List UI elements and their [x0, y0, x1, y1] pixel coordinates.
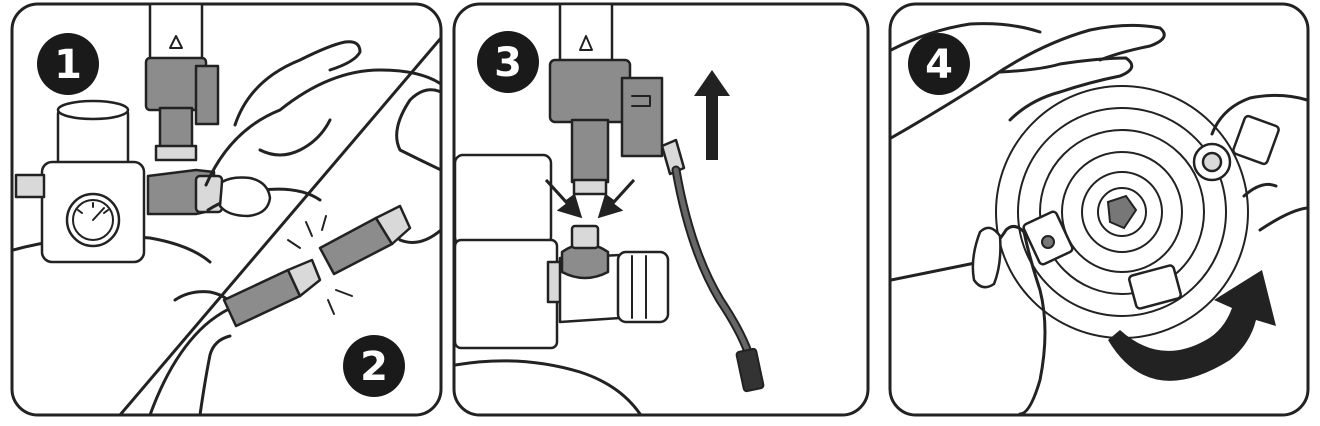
valve-outlet — [1106, 194, 1138, 230]
step-number-1: 1 — [54, 42, 82, 88]
arrow-down-left-icon — [597, 178, 636, 219]
solenoid-connector-2 — [620, 76, 664, 158]
step-number-3: 3 — [494, 40, 522, 86]
spark-icon — [287, 215, 353, 315]
arrow-down-right-icon — [544, 178, 583, 219]
rotate-arrow-icon — [1108, 270, 1276, 381]
regulator-body-2 — [455, 238, 559, 350]
cable-plug — [735, 347, 765, 393]
step-badge-1: 1 — [37, 33, 99, 95]
hand-right — [1210, 93, 1307, 136]
solenoid-stem — [158, 106, 194, 150]
side-valve — [14, 173, 46, 199]
solenoid-coil-2 — [548, 58, 632, 124]
solenoid-top-2 — [558, 5, 614, 64]
step-badge-2: 2 — [343, 335, 405, 397]
solenoid-stem-2 — [570, 118, 610, 184]
solenoid-top — [148, 5, 204, 62]
solenoid-connector — [194, 64, 220, 126]
panel-1-divider — [118, 36, 440, 414]
bottom-knob — [1128, 264, 1182, 310]
hand-2-right — [395, 88, 440, 172]
valve-knob-2 — [616, 250, 670, 324]
step-number-2: 2 — [360, 344, 388, 390]
hand-upper — [891, 23, 1166, 140]
step-number-4: 4 — [925, 42, 953, 88]
regulator-cap-2 — [455, 153, 553, 247]
panel-3: 4 — [888, 2, 1310, 417]
panel-1: 1 2 — [10, 2, 443, 417]
panel-2: 3 — [452, 2, 870, 417]
step-badge-3: 3 — [477, 31, 539, 93]
step-badge-4: 4 — [908, 33, 970, 95]
cylinder-shoulder-2 — [455, 359, 642, 414]
arrow-up-icon — [694, 70, 730, 160]
